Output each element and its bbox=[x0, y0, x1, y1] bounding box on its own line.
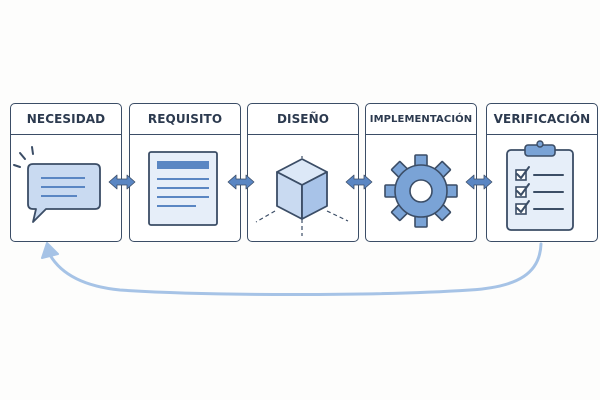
stage-label: REQUISITO bbox=[147, 112, 223, 126]
stage-header: REQUISITO bbox=[130, 104, 240, 135]
stage-header: DISEÑO bbox=[248, 104, 358, 135]
stage-verificacion: VERIFICACIÓN bbox=[486, 103, 598, 242]
stage-requisito: REQUISITO bbox=[129, 103, 241, 242]
stage-label: IMPLEMENTACIÓN bbox=[369, 113, 473, 125]
stage-diseno: DISEÑO bbox=[247, 103, 359, 242]
bidirectional-arrow-icon bbox=[108, 174, 136, 190]
stage-header: NECESIDAD bbox=[11, 104, 121, 135]
bidirectional-arrow-icon bbox=[227, 174, 255, 190]
bidirectional-arrow-icon bbox=[345, 174, 373, 190]
document-icon bbox=[148, 151, 218, 226]
cube-icon bbox=[255, 156, 349, 236]
bidirectional-arrow-icon bbox=[465, 174, 493, 190]
checklist-clipboard-icon bbox=[506, 140, 574, 231]
stage-necesidad: NECESIDAD bbox=[10, 103, 122, 242]
stage-implementacion: IMPLEMENTACIÓN bbox=[365, 103, 477, 242]
stage-label: NECESIDAD bbox=[26, 112, 106, 126]
stage-label: VERIFICACIÓN bbox=[493, 112, 591, 126]
speech-bubble-icon bbox=[13, 146, 101, 223]
stage-header: VERIFICACIÓN bbox=[487, 104, 597, 135]
stage-label: DISEÑO bbox=[276, 112, 330, 126]
stage-header: IMPLEMENTACIÓN bbox=[366, 104, 476, 135]
gear-icon bbox=[384, 154, 458, 228]
